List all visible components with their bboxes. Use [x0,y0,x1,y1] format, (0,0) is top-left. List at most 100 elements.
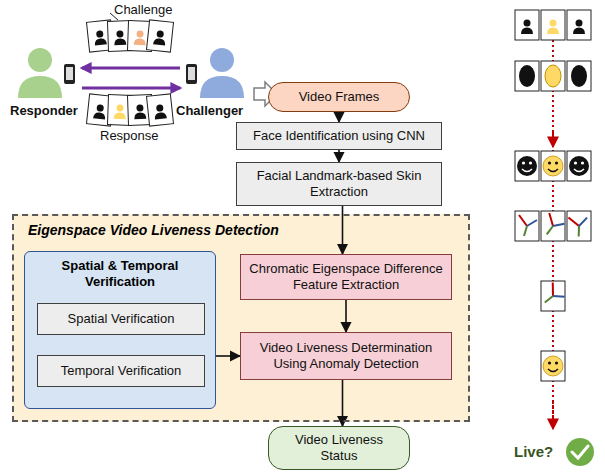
illustration-part [572,446,588,458]
illustration-part [542,213,566,239]
illustration-part [153,30,166,46]
illustration-part [515,10,539,40]
box-label: Face Identification using CNN [253,128,425,144]
box-label: Spatial Verification [68,311,175,327]
process-box: Temporal Verification [37,355,205,387]
process-box: Spatial Verification [37,303,205,335]
illustration-part [541,61,565,91]
result-face [541,351,565,381]
illustration-part [515,61,539,91]
illustration-part [567,61,591,91]
illustration-part [566,438,594,466]
process-box: Face Identification using CNN [236,122,442,150]
flow-arrow [338,112,340,122]
challenge-frames [86,20,173,52]
illustration-part [569,156,589,176]
illustration-part [567,211,591,241]
illustration-part [567,211,591,241]
face-region-row [515,61,591,91]
illustration-part [517,156,537,176]
illustration-part [567,61,591,91]
check-mark [566,438,594,466]
illustration-part [28,48,52,72]
illustration-part [146,94,173,126]
illustration-part [567,10,591,40]
illustration-part [547,20,559,35]
flow-head [552,132,554,146]
box-label: Video Liveness Determination Using Anoma… [249,340,443,371]
process-box: Facial Landmark-based Skin Extraction [236,162,442,206]
illustration-part [146,94,173,126]
illustration-part [188,67,195,80]
illustration-part [146,20,173,52]
challenge-arrow [82,67,180,70]
process-box: Video Liveness Determination Using Anoma… [240,332,452,380]
group-heading: Spatial & Temporal Verification [31,258,209,289]
box-label: Temporal Verification [61,363,182,379]
illustration-part [519,65,535,87]
frame-row [515,10,591,40]
callout-label: Challenge [114,2,173,17]
flow-arrow [338,150,340,162]
illustration-part [210,48,234,72]
illustration-part [541,211,566,241]
illustration-part [515,211,539,241]
flow-head [552,402,554,428]
illustration-part [519,215,537,236]
illustration-part [114,30,126,45]
illustration-part [541,10,565,40]
group-heading: Eigenspace Video Liveness Detection [28,222,279,239]
illustration-part [66,67,73,80]
illustration-part [186,64,197,84]
illustration-part [541,151,565,181]
box-label: Video Frames [299,89,380,105]
illustration-part [114,104,126,119]
box-label: Facial Landmark-based Skin Extraction [245,168,433,199]
box-label: Chromatic Eigenspace Difference Feature … [249,261,443,292]
responder-figure [18,48,75,98]
illustration-part [134,104,146,119]
illustration-part [134,30,146,45]
illustration-part [200,76,244,98]
illustration-part [515,151,539,181]
role-label: Responder [10,103,78,118]
illustration-part [515,61,539,91]
flow-arrow [216,355,240,357]
illustration-part [568,213,591,238]
pill-node: Video Frames [268,82,410,112]
group-box: Spatial VerificationTemporal Verificatio… [24,251,216,409]
response-frames [86,94,173,126]
illustration-part [567,151,591,181]
response-arrow [82,87,180,90]
illustration-part [515,151,539,181]
illustration-part [515,10,539,40]
illustration-part [153,104,166,120]
illustration-part [567,151,591,181]
illustration-part [146,20,173,52]
illustration-part [541,351,565,381]
pill-node: Video Liveness Status [268,426,410,470]
process-box: Chromatic Eigenspace Difference Feature … [240,254,452,300]
region-box: Spatial VerificationTemporal Verificatio… [12,214,470,422]
difference-axes [541,281,568,311]
illustration-part [93,30,106,46]
illustration-part [545,65,561,87]
illustration-part [543,356,563,376]
skin-row [515,151,591,181]
flow-arrow [345,300,347,332]
illustration-part [571,65,587,87]
illustration-part [541,151,565,181]
eigenspace-row [515,211,591,241]
challenger-figure [186,48,244,98]
illustration-part [567,10,591,40]
illustration-part [541,10,565,40]
illustration-part [521,20,533,35]
flow-arrow [342,380,344,426]
role-label: Challenger [176,103,243,118]
illustration-part [18,76,62,98]
result-label: Live? [514,443,553,460]
region-fill [12,214,470,422]
callout-label: Response [100,128,159,143]
box-label: Video Liveness Status [277,432,401,463]
